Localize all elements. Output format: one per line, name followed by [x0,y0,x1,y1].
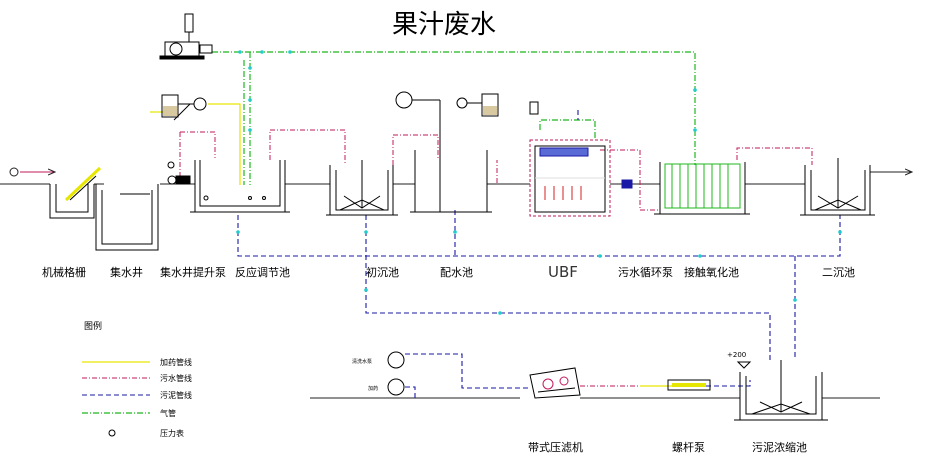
legend-item-sewage: 污水管线 [82,373,192,383]
lift-pump-icon [167,161,191,185]
unit-label-mixing-tank: 配水池 [440,266,473,279]
unit-label-recirc-pump: 污水循环泵 [618,266,673,279]
belt-filter-press [529,367,581,399]
air-pipeline-markers [238,50,697,132]
sewage-pipeline [179,129,813,387]
mixing-tank [395,91,499,213]
diagram-title: 果汁废水 [392,10,496,40]
primary-clarifier [326,160,398,216]
sludge-pipeline [237,110,841,398]
unit-labels: 机械格栅 集水井 集水井提升泵 反应调节池 初沉池 配水池 UBF 污水循环泵 … [42,263,855,454]
level-mark: +200 [727,351,746,359]
unit-label-lift-pump: 集水井提升泵 [160,265,226,279]
legend: 图例 加药管线 污水管线 污泥管线 气管 压力表 [82,320,192,438]
legend-label: 污水管线 [160,373,192,383]
unit-label-ubf: UBF [548,263,578,281]
air-pipeline [212,51,696,185]
unit-label-screw-pump: 螺杆泵 [672,440,705,454]
unit-label-primary-clarifier: 初沉池 [366,265,399,279]
sludge-pipeline-markers [236,230,842,315]
legend-item-pressure-gauge: 压力表 [108,428,184,438]
unit-label-screen: 机械格栅 [42,265,86,279]
unit-label-secondary-clarifier: 二沉池 [822,266,855,279]
screw-pump-icon [667,379,711,391]
recirculation-pump-icon [621,179,633,189]
legend-item-air: 气管 [82,408,176,418]
dosing-pipeline [150,103,690,387]
legend-label: 加药管线 [160,357,192,367]
flush-pump-icon [387,351,405,396]
secondary-clarifier [800,158,875,216]
legend-item-dosing: 加药管线 [82,357,192,367]
legend-label: 气管 [160,408,176,418]
unit-label-thickener: 污泥浓缩池 [752,441,807,454]
ubf-reactor [529,101,611,217]
blower-icon [159,13,213,60]
dosing-unit-1 [161,94,207,121]
unit-label-contact-oxidation: 接触氧化池 [684,265,739,279]
unit-label-belt-press: 带式压滤机 [528,440,583,454]
mechanical-screen [49,166,102,219]
legend-label: 压力表 [160,428,184,438]
legend-label: 污泥管线 [160,390,192,400]
legend-item-sludge: 污泥管线 [82,390,192,400]
legend-title: 图例 [84,320,102,332]
pressure-gauge-icon [108,429,116,437]
flush-pump-label: 清洗水泵 [352,358,372,365]
main-water-line [0,167,912,399]
sludge-thickener [734,360,828,421]
unit-label-equalization: 反应调节池 [235,265,290,279]
unit-label-sump: 集水井 [110,265,143,279]
collection-sump [95,184,159,251]
equalization-tank [190,160,290,213]
contact-oxidation-tank [654,162,750,215]
dosing-device-label: 加药 [368,385,378,392]
